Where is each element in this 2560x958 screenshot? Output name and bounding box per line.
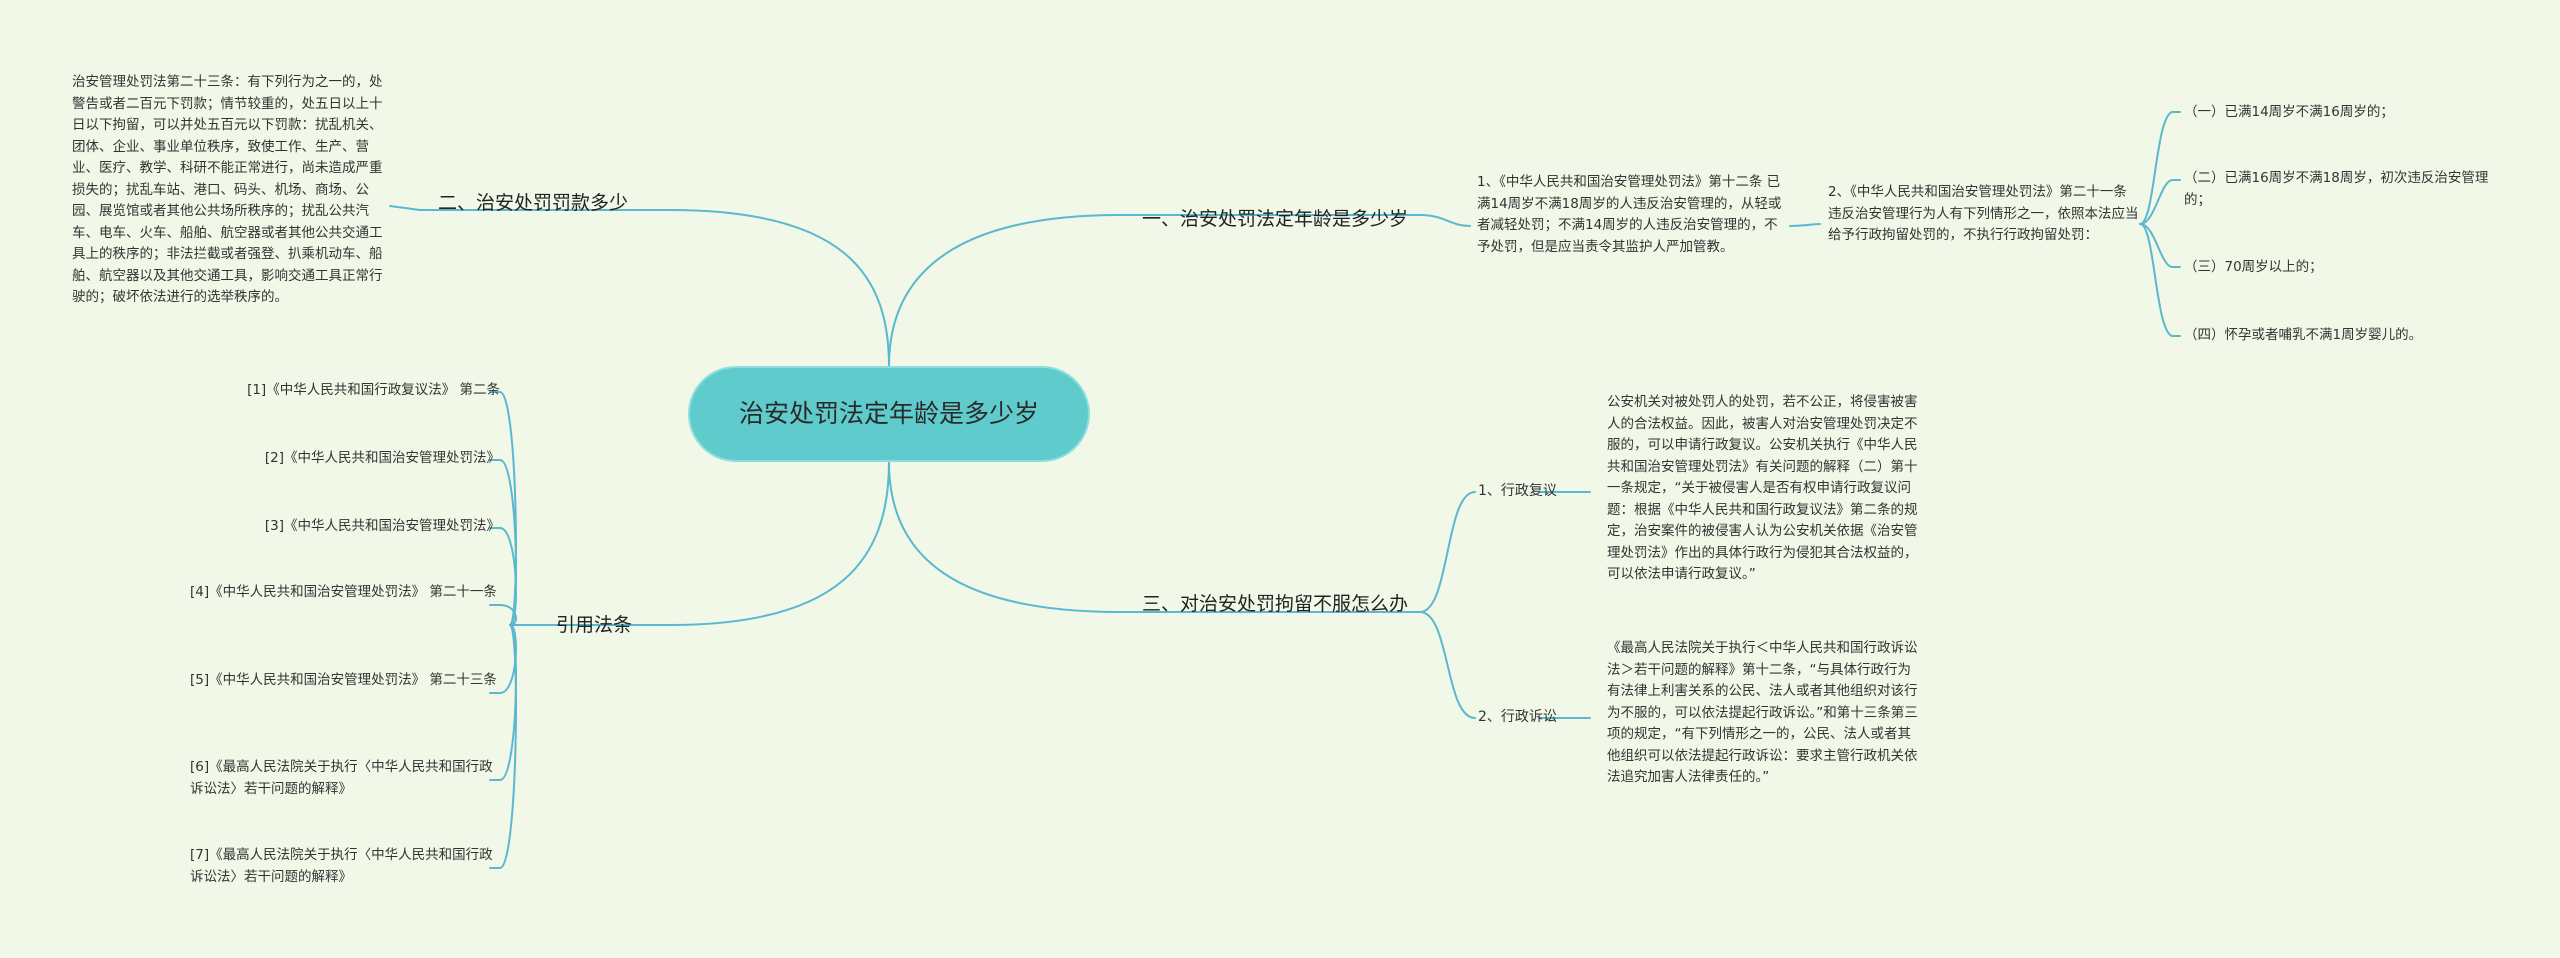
ref-item-4[interactable]: [4]《中华人民共和国治安管理处罚法》 第二十一条	[190, 582, 500, 604]
age-item-1-text: （一）已满14周岁不满16周岁的；	[2184, 104, 2394, 120]
ref-item-2[interactable]: [2]《中华人民共和国治安管理处罚法》	[190, 448, 500, 470]
branch-refs[interactable]: 引用法条	[556, 613, 632, 637]
age-law-2-text: 2、《中华人民共和国治安管理处罚法》第二十一条 违反治安管理行为人有下列情形之一…	[1828, 184, 2139, 243]
ref-item-5-text: [5]《中华人民共和国治安管理处罚法》 第二十三条	[190, 672, 497, 688]
age-item-2[interactable]: （二）已满16周岁不满18周岁，初次违反治安管理的；	[2184, 168, 2504, 211]
age-item-1[interactable]: （一）已满14周岁不满16周岁的；	[2184, 102, 2504, 124]
ref-item-6-text: [6]《最高人民法院关于执行〈中华人民共和国行政诉讼法〉若干问题的解释》	[190, 759, 493, 797]
ref-item-4-text: [4]《中华人民共和国治安管理处罚法》 第二十一条	[190, 584, 497, 600]
appeal-review[interactable]: 1、行政复议	[1478, 481, 1557, 501]
appeal-review-text[interactable]: 公安机关对被处罚人的处罚，若不公正，将侵害被害人的合法权益。因此，被害人对治安管…	[1607, 392, 1921, 586]
age-item-3[interactable]: （三）70周岁以上的；	[2184, 257, 2504, 279]
ref-item-5[interactable]: [5]《中华人民共和国治安管理处罚法》 第二十三条	[190, 670, 500, 692]
appeal-review-label: 1、行政复议	[1478, 483, 1557, 499]
age-law-1[interactable]: 1、《中华人民共和国治安管理处罚法》第十二条 已满14周岁不满18周岁的人违反治…	[1477, 172, 1789, 258]
ref-item-2-text: [2]《中华人民共和国治安管理处罚法》	[264, 450, 500, 466]
central-topic-title: 治安处罚法定年龄是多少岁	[738, 399, 1039, 428]
branch-appeal[interactable]: 三、对治安处罚拘留不服怎么办	[1142, 592, 1408, 616]
ref-item-3[interactable]: [3]《中华人民共和国治安管理处罚法》	[190, 516, 500, 538]
age-item-3-text: （三）70周岁以上的；	[2184, 259, 2323, 275]
age-law-2[interactable]: 2、《中华人民共和国治安管理处罚法》第二十一条 违反治安管理行为人有下列情形之一…	[1828, 182, 2140, 247]
central-topic[interactable]: 治安处罚法定年龄是多少岁	[688, 366, 1090, 462]
ref-item-1-text: [1]《中华人民共和国行政复议法》 第二条	[247, 382, 500, 398]
fine-text[interactable]: 治安管理处罚法第二十三条：有下列行为之一的，处警告或者二百元下罚款；情节较重的，…	[72, 72, 384, 309]
age-item-4[interactable]: （四）怀孕或者哺乳不满1周岁婴儿的。	[2184, 325, 2504, 347]
ref-item-6[interactable]: [6]《最高人民法院关于执行〈中华人民共和国行政诉讼法〉若干问题的解释》	[190, 757, 500, 800]
appeal-lawsuit-text[interactable]: 《最高人民法院关于执行＜中华人民共和国行政诉讼法＞若干问题的解释》第十二条，“与…	[1607, 638, 1921, 789]
branch-appeal-label: 三、对治安处罚拘留不服怎么办	[1142, 593, 1409, 615]
branch-fine-label: 二、治安处罚罚款多少	[438, 192, 629, 214]
age-item-4-text: （四）怀孕或者哺乳不满1周岁婴儿的。	[2184, 327, 2423, 343]
ref-item-3-text: [3]《中华人民共和国治安管理处罚法》	[264, 518, 500, 534]
branch-age[interactable]: 一、治安处罚法定年龄是多少岁	[1142, 207, 1408, 231]
branch-refs-label: 引用法条	[556, 614, 633, 636]
branch-fine[interactable]: 二、治安处罚罚款多少	[438, 191, 628, 215]
age-law-1-text: 1、《中华人民共和国治安管理处罚法》第十二条 已满14周岁不满18周岁的人违反治…	[1477, 174, 1782, 255]
appeal-lawsuit-label: 2、行政诉讼	[1478, 709, 1557, 725]
ref-item-7-text: [7]《最高人民法院关于执行〈中华人民共和国行政诉讼法〉若干问题的解释》	[190, 847, 493, 885]
appeal-review-body: 公安机关对被处罚人的处罚，若不公正，将侵害被害人的合法权益。因此，被害人对治安管…	[1607, 394, 1918, 582]
appeal-lawsuit-body: 《最高人民法院关于执行＜中华人民共和国行政诉讼法＞若干问题的解释》第十二条，“与…	[1607, 640, 1918, 785]
fine-text-body: 治安管理处罚法第二十三条：有下列行为之一的，处警告或者二百元下罚款；情节较重的，…	[72, 74, 383, 305]
appeal-lawsuit[interactable]: 2、行政诉讼	[1478, 707, 1557, 727]
age-item-2-text: （二）已满16周岁不满18周岁，初次违反治安管理的；	[2184, 170, 2489, 208]
ref-item-1[interactable]: [1]《中华人民共和国行政复议法》 第二条	[190, 380, 500, 402]
branch-age-label: 一、治安处罚法定年龄是多少岁	[1142, 208, 1409, 230]
ref-item-7[interactable]: [7]《最高人民法院关于执行〈中华人民共和国行政诉讼法〉若干问题的解释》	[190, 845, 500, 888]
